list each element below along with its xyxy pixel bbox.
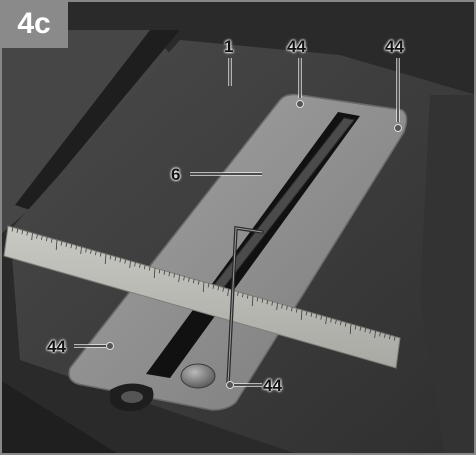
callout-44-top-left: 44 [287, 37, 306, 56]
callout-leader-lines [74, 58, 399, 386]
ruler-tick [271, 301, 273, 306]
callout-44-top-right: 44 [385, 37, 404, 56]
ruler-tick [354, 325, 357, 330]
figure-label-badge: 4c [0, 0, 68, 48]
screw-bottom-right [226, 381, 234, 389]
ruler-tick [335, 319, 337, 324]
ruler-tick [256, 297, 259, 302]
ruler-tick [320, 315, 322, 320]
ruler-tick [212, 284, 215, 289]
ruler-tick [325, 316, 327, 325]
ruler-tick [349, 323, 352, 335]
ruler-tick [16, 228, 19, 233]
riving-knob [180, 363, 216, 389]
ruler-tick [246, 294, 249, 299]
ruler-tick [251, 295, 254, 307]
ruler-tick [129, 260, 131, 269]
ruler-tick [36, 234, 38, 239]
table-front-edge [0, 380, 120, 455]
ruler-tick [144, 265, 146, 270]
ruler-tick [85, 248, 87, 253]
ruler-tick [46, 237, 48, 242]
ruler-tick [237, 291, 239, 296]
ruler-tick [369, 329, 371, 334]
ruler-tick [114, 256, 117, 261]
callout-1-table: 1 [224, 37, 234, 56]
ruler-tick [193, 279, 195, 284]
ruler-tick [158, 269, 161, 274]
ruler-tick [109, 255, 112, 260]
ruler-tick [281, 304, 283, 309]
ruler-tick [70, 244, 73, 249]
ruler-tick [153, 267, 156, 279]
ruler-tick [227, 288, 229, 297]
screw-bottom-left [106, 342, 114, 350]
ruler-tick [104, 253, 107, 265]
ruler-tick [11, 227, 14, 232]
ruler-tick [315, 314, 318, 319]
ruler-tick [99, 252, 102, 257]
ruler-tick [393, 336, 396, 341]
ruler-tick [119, 258, 122, 263]
ruler-scale-ticks [11, 227, 396, 341]
ruler-tick [330, 318, 332, 323]
ruler-tick [41, 235, 43, 240]
ruler-tick [21, 230, 24, 235]
ruler-tick [65, 242, 68, 247]
ruler-tick [217, 286, 220, 291]
ruler-tick [95, 251, 97, 256]
ruler-tick [173, 273, 175, 278]
callout-6-blade: 6 [171, 165, 181, 184]
ruler-tick [384, 333, 386, 338]
ruler-tick [310, 312, 313, 317]
ruler-tick [276, 302, 278, 311]
ruler-tick [124, 259, 126, 264]
ruler-tick [344, 322, 347, 327]
ruler-tick [80, 246, 82, 255]
ruler-tick [374, 330, 376, 339]
ruler-tick [300, 309, 303, 321]
ruler-tick [266, 300, 269, 305]
ruler-tick [60, 241, 63, 246]
ruler-tick [168, 272, 171, 277]
ruler-tick [340, 321, 342, 326]
ruler-tick [183, 276, 185, 281]
screw-top-left [296, 100, 304, 108]
ruler-tick [188, 277, 190, 282]
ruler-tick [134, 262, 136, 267]
ruler-tick [178, 274, 180, 283]
screw-top-right [394, 124, 402, 132]
right-table-extension [420, 95, 476, 455]
ruler-tick [242, 293, 244, 298]
ruler-tick [202, 281, 205, 293]
table-gap [15, 30, 180, 210]
ruler-tick [364, 328, 367, 333]
ruler-tick [163, 270, 166, 275]
steel-ruler [3, 225, 401, 369]
ruler-tick [75, 245, 77, 250]
ruler-tick [197, 280, 200, 285]
ruler-tick [90, 249, 92, 254]
ruler-tick [359, 326, 362, 331]
ruler-tick [222, 287, 224, 292]
ruler-tick [50, 238, 53, 243]
ruler-tick [389, 335, 391, 340]
callout-44-bottom-right: 44 [263, 376, 282, 395]
ruler-tick [148, 266, 151, 271]
ruler-tick [207, 283, 210, 288]
ruler-tick [55, 239, 58, 251]
ruler-tick [286, 305, 288, 310]
callout-44-bottom-left: 44 [47, 337, 66, 356]
ruler-tick [291, 307, 293, 312]
ruler-tick [295, 308, 298, 313]
ruler-tick [26, 231, 28, 236]
ruler-tick [305, 311, 308, 316]
ruler-tick [31, 232, 33, 241]
ruler-tick [379, 332, 381, 337]
ruler-tick [139, 263, 141, 268]
ruler-tick [261, 298, 264, 303]
